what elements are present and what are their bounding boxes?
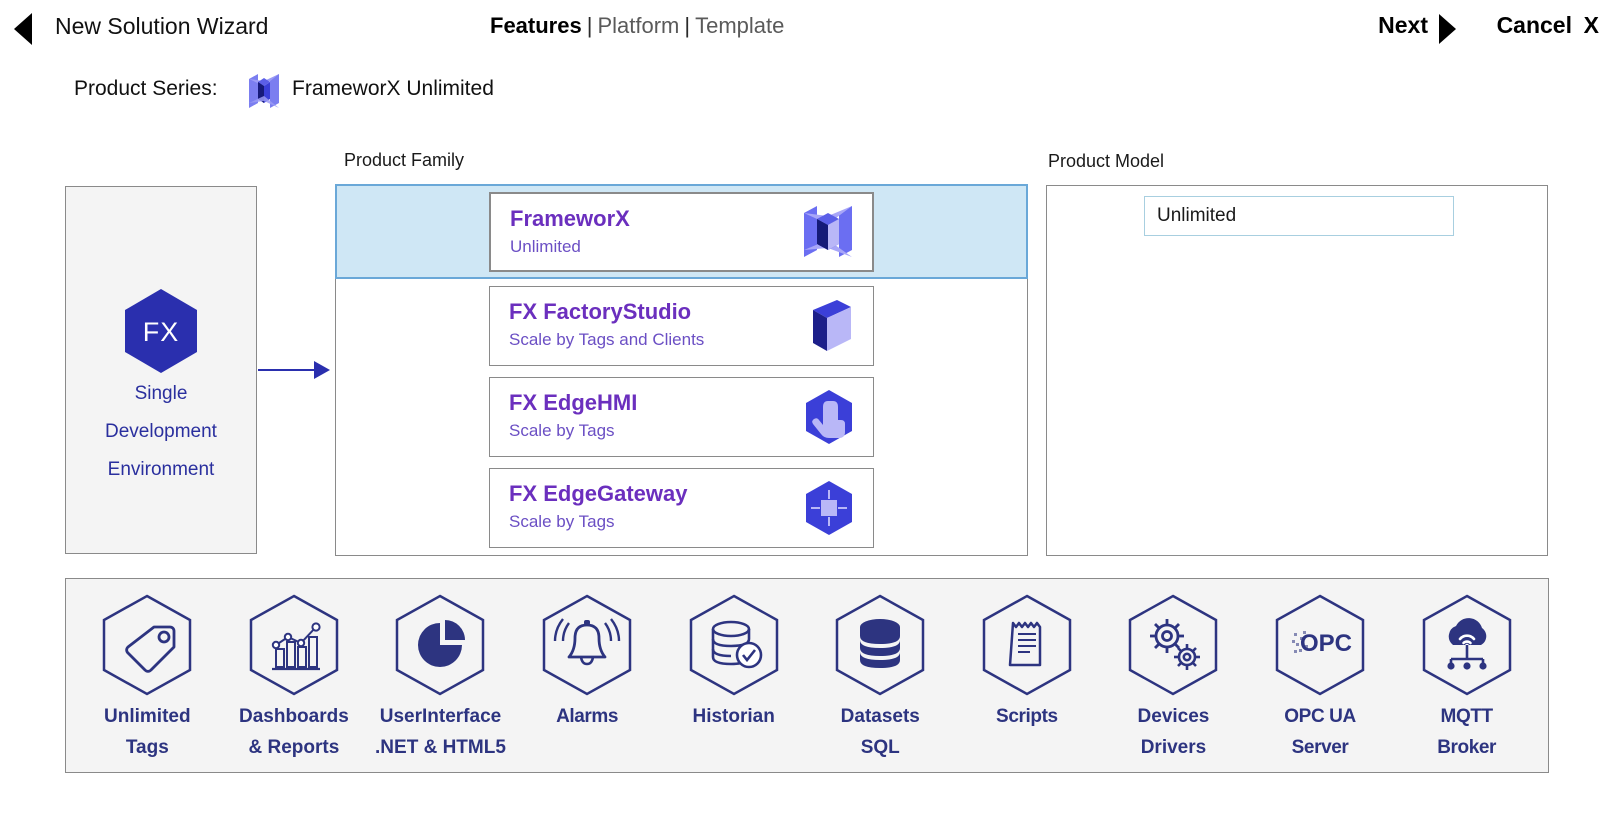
cube-icon xyxy=(801,296,857,356)
family-row-edgehmi[interactable]: FX EdgeHMI Scale by Tags xyxy=(336,371,1027,463)
family-card-sub: Scale by Tags xyxy=(509,421,615,440)
feature-label: Devices Drivers xyxy=(1106,701,1240,763)
feature-label-line1: Dashboards xyxy=(238,706,349,727)
svg-text:FX: FX xyxy=(143,317,180,347)
feature-label-line1: Scripts xyxy=(996,706,1058,727)
family-card-name: FX EdgeGateway xyxy=(509,481,688,506)
database-hex-icon xyxy=(832,593,928,697)
tab-separator-1: | xyxy=(586,13,593,38)
feature-label-line2: Tags xyxy=(125,737,169,758)
cancel-button[interactable]: Cancel xyxy=(1496,12,1572,38)
flow-arrow-head-icon xyxy=(314,361,330,379)
feature-historian[interactable]: Historian xyxy=(667,593,801,732)
gears-hex-icon xyxy=(1125,593,1221,697)
alarm-bell-hex-icon xyxy=(539,593,635,697)
family-card-sub: Scale by Tags xyxy=(509,512,615,531)
feature-label: Alarms xyxy=(520,701,654,732)
feature-opc-ua-server[interactable]: OPC OPC UA Server xyxy=(1253,593,1387,763)
feature-label-line1: Datasets xyxy=(840,706,920,727)
piechart-hex-icon xyxy=(392,593,488,697)
chart-hex-icon xyxy=(246,593,342,697)
product-series-value: FrameworX Unlimited xyxy=(292,77,494,100)
single-development-environment-panel: FX Single Development Environment xyxy=(65,186,257,554)
frameworx-cube-icon xyxy=(800,202,856,262)
mqtt-cloud-hex-icon xyxy=(1419,593,1515,697)
tab-platform[interactable]: Platform xyxy=(597,13,680,38)
feature-label-line1: Unlimited xyxy=(104,706,191,727)
back-arrow-icon[interactable] xyxy=(14,13,32,45)
next-button[interactable]: Next xyxy=(1378,12,1428,38)
feature-label: MQTT Broker xyxy=(1400,701,1534,763)
left-panel-line-3: Environment xyxy=(107,459,215,480)
svg-text:OPC: OPC xyxy=(1300,630,1352,657)
family-card-edgehmi[interactable]: FX EdgeHMI Scale by Tags xyxy=(489,377,874,457)
left-panel-line-2: Development xyxy=(105,421,217,442)
product-family-title: Product Family xyxy=(344,150,465,170)
left-panel-line-1: Single xyxy=(134,383,188,404)
feature-label-line2: Broker xyxy=(1437,737,1497,758)
family-row-frameworx[interactable]: FrameworX Unlimited xyxy=(335,184,1028,279)
family-card-name: FX FactoryStudio xyxy=(509,299,692,324)
feature-label: Historian xyxy=(667,701,801,732)
family-row-edgegateway[interactable]: FX EdgeGateway Scale by Tags xyxy=(336,462,1027,554)
opc-hex-icon: OPC xyxy=(1272,593,1368,697)
feature-label-line1: Alarms xyxy=(556,706,619,727)
historian-hex-icon xyxy=(686,593,782,697)
feature-alarms[interactable]: Alarms xyxy=(520,593,654,732)
family-card-sub: Unlimited xyxy=(510,237,581,256)
product-model-title: Product Model xyxy=(1048,151,1165,171)
wizard-tabs: Features|Platform|Template xyxy=(490,13,784,39)
fx-hexagon-icon: FX xyxy=(122,287,200,375)
gateway-hex-icon xyxy=(801,478,857,538)
product-family-panel: FrameworX Unlimited FX FactoryStudio Sca… xyxy=(335,184,1028,556)
feature-label-line1: Devices xyxy=(1137,706,1210,727)
family-card-frameworx[interactable]: FrameworX Unlimited xyxy=(489,192,874,272)
feature-label: Scripts xyxy=(960,701,1094,732)
product-model-panel xyxy=(1046,185,1548,556)
tab-separator-2: | xyxy=(684,13,691,38)
family-card-name: FrameworX xyxy=(510,206,630,231)
feature-label-line2: & Reports xyxy=(248,737,340,758)
feature-label: UserInterface .NET & HTML5 xyxy=(373,701,507,763)
feature-label-line1: UserInterface xyxy=(379,706,502,727)
wizard-header: New Solution Wizard Features|Platform|Te… xyxy=(0,0,1624,58)
script-hex-icon xyxy=(979,593,1075,697)
family-card-name: FX EdgeHMI xyxy=(509,390,638,415)
feature-mqtt-broker[interactable]: MQTT Broker xyxy=(1400,593,1534,763)
flow-arrow-icon xyxy=(258,369,316,371)
feature-label: Datasets SQL xyxy=(813,701,947,763)
next-arrow-icon[interactable] xyxy=(1439,14,1456,44)
feature-dashboards-reports[interactable]: Dashboards & Reports xyxy=(227,593,361,763)
product-series-label: Product Series: xyxy=(74,77,218,100)
feature-userinterface[interactable]: UserInterface .NET & HTML5 xyxy=(373,593,507,763)
feature-label-line2: Drivers xyxy=(1140,737,1207,758)
page-title: New Solution Wizard xyxy=(55,13,269,39)
feature-datasets-sql[interactable]: Datasets SQL xyxy=(813,593,947,763)
family-card-sub: Scale by Tags and Clients xyxy=(509,330,705,349)
tab-template[interactable]: Template xyxy=(695,13,785,38)
hand-pointer-hex-icon xyxy=(801,387,857,447)
feature-label-line1: OPC UA xyxy=(1284,706,1356,727)
feature-label: OPC UA Server xyxy=(1253,701,1387,763)
family-card-edgegateway[interactable]: FX EdgeGateway Scale by Tags xyxy=(489,468,874,548)
family-card-factorystudio[interactable]: FX FactoryStudio Scale by Tags and Clien… xyxy=(489,286,874,366)
feature-label: Unlimited Tags xyxy=(80,701,214,763)
feature-label-line2: SQL xyxy=(860,737,900,758)
family-row-factorystudio[interactable]: FX FactoryStudio Scale by Tags and Clien… xyxy=(336,280,1027,372)
frameworx-logo-icon xyxy=(247,72,281,110)
feature-label-line1: Historian xyxy=(692,706,775,727)
feature-label-line1: MQTT xyxy=(1440,706,1494,727)
tag-hex-icon xyxy=(99,593,195,697)
feature-unlimited-tags[interactable]: Unlimited Tags xyxy=(80,593,214,763)
tab-features[interactable]: Features xyxy=(490,13,582,38)
product-model-input[interactable] xyxy=(1144,196,1454,236)
feature-label-line2: Server xyxy=(1291,737,1349,758)
feature-label: Dashboards & Reports xyxy=(227,701,361,763)
feature-devices-drivers[interactable]: Devices Drivers xyxy=(1106,593,1240,763)
feature-bar: Unlimited Tags Dashboards & Reports xyxy=(65,578,1549,773)
close-icon[interactable]: X xyxy=(1583,12,1599,38)
feature-label-line2: .NET & HTML5 xyxy=(375,737,506,758)
feature-scripts[interactable]: Scripts xyxy=(960,593,1094,732)
left-panel-caption: Single Development Environment xyxy=(66,375,256,489)
